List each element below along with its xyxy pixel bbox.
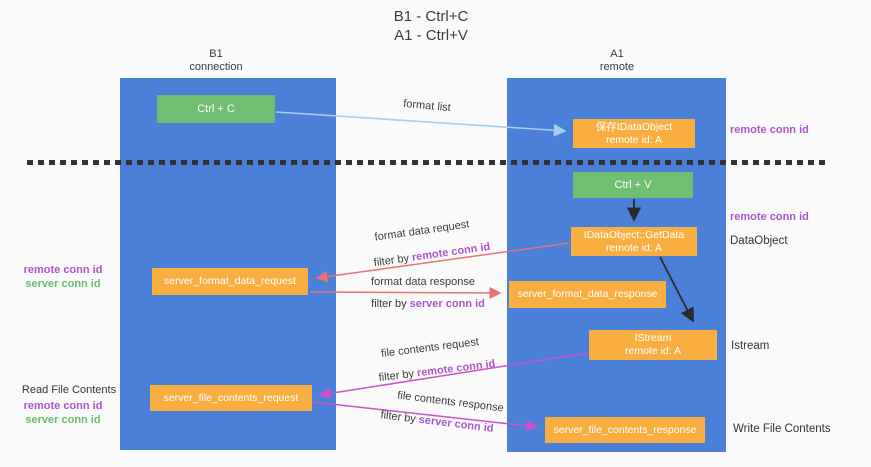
lane-a1-role: remote (599, 61, 635, 73)
label-filter-by-text: filter by (379, 409, 420, 426)
node-stored-dataobject: 保存IDataObject remote id: A (573, 119, 695, 148)
node-server-format-data-response: server_format_data_response (509, 281, 666, 308)
lane-b1-role: connection (189, 61, 243, 73)
node-ctrl-c-label: Ctrl + C (197, 102, 235, 115)
label-remote-conn-id-highlight: remote conn id (411, 240, 491, 264)
node-file-response-label: server_file_contents_response (553, 423, 697, 436)
node-istream-line1: IStream (634, 332, 672, 344)
label-dataobject: DataObject (730, 235, 788, 247)
label-remote-conn-id-highlight: remote conn id (416, 357, 496, 380)
node-format-response-label: server_format_data_response (517, 288, 658, 300)
label-format-data-request: format data request (373, 218, 471, 244)
label-server-conn-id-highlight: server conn id (418, 413, 495, 435)
node-istream: IStream remote id: A (589, 330, 717, 360)
node-getdata-line2: remote id: A (605, 241, 662, 254)
label-write-file-contents: Write File Contents (733, 423, 831, 435)
label-filter-by-text: filter by (371, 298, 410, 310)
lane-header-a1: A1 remote (509, 48, 725, 74)
label-filter-by-text: filter by (373, 251, 413, 270)
node-ctrl-v-label: Ctrl + V (614, 178, 652, 191)
label-server-conn-id-left-1: server conn id (25, 278, 101, 290)
label-file-contents-request: file contents request (380, 336, 480, 360)
lane-a1-name: A1 (610, 48, 624, 60)
node-format-request-label: server_format_data_request (164, 275, 296, 287)
label-filter-by-text: filter by (378, 367, 418, 385)
node-ctrl-v: Ctrl + V (573, 172, 693, 198)
node-server-file-contents-request: server_file_contents_request (150, 385, 312, 411)
node-server-file-contents-response: server_file_contents_response (545, 417, 705, 443)
label-filter-server-conn-id-1: filter by server conn id (343, 298, 513, 310)
node-getdata-line1: IDataObject::GetData (583, 228, 685, 241)
label-format-data-response: format data response (371, 276, 475, 288)
lane-b1-name: B1 (209, 48, 223, 60)
arrow-format-data-response (309, 286, 502, 299)
diagram-title: B1 - Ctrl+C A1 - Ctrl+V (0, 7, 862, 45)
label-remote-conn-id-left-1: remote conn id (23, 264, 103, 276)
node-stored-dataobject-line1: 保存IDataObject (595, 120, 673, 133)
label-istream: Istream (731, 340, 770, 352)
label-read-file-contents: Read File Contents (21, 384, 117, 396)
label-server-conn-id-highlight: server conn id (409, 298, 485, 310)
clipboard-boundary-dashed-line (27, 160, 830, 165)
node-idataobject-getdata: IDataObject::GetData remote id: A (571, 227, 697, 256)
label-remote-conn-id-mid-right: remote conn id (730, 211, 809, 223)
node-ctrl-c: Ctrl + C (157, 95, 275, 123)
lane-header-b1: B1 connection (108, 48, 324, 74)
label-remote-conn-id-top-right: remote conn id (730, 124, 809, 136)
label-remote-conn-id-left-2: remote conn id (23, 400, 103, 412)
node-istream-line2: remote id: A (624, 345, 682, 357)
node-server-format-data-request: server_format_data_request (152, 268, 308, 295)
label-server-conn-id-left-2: server conn id (25, 414, 101, 426)
diagram-title-line2: A1 - Ctrl+V (394, 27, 468, 44)
diagram-title-line1: B1 - Ctrl+C (393, 8, 469, 25)
node-stored-dataobject-line2: remote id: A (605, 133, 662, 146)
node-file-request-label: server_file_contents_request (163, 391, 299, 404)
label-format-list: format list (402, 97, 452, 115)
